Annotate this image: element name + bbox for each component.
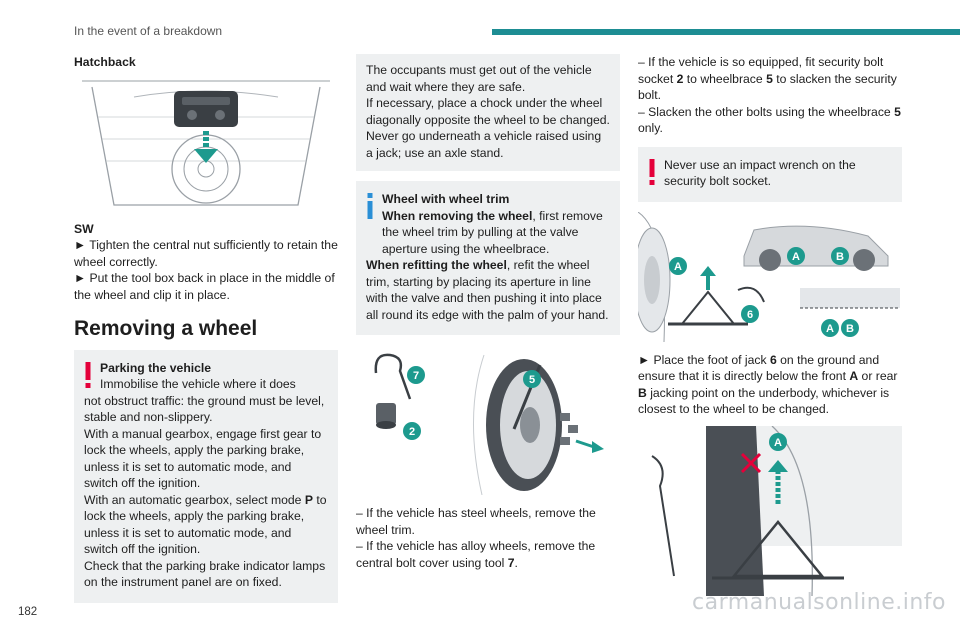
other-bolts-step: – Slacken the other bolts using the whee… <box>638 104 901 136</box>
steel-wheels-step: – If the vehicle has steel wheels, remov… <box>356 506 596 537</box>
occupants-note-box: The occupants must get out of the vehicl… <box>356 54 620 171</box>
sw-label: SW <box>74 221 94 236</box>
wheel-tools-illustration: 7 2 5 <box>356 345 620 495</box>
parking-check: Check that the parking brake indicator l… <box>84 558 326 590</box>
callout-A-under: A <box>826 323 834 335</box>
jacking-points-illustration: A 6 A B A B <box>638 211 902 342</box>
callout-B-under: B <box>846 323 854 335</box>
section-header-text: In the event of a breakdown <box>74 24 223 38</box>
parking-manual: With a manual gearbox, engage first gear… <box>84 426 322 491</box>
wheel-trim-info-box: Wheel with wheel trim When removing the … <box>356 181 620 335</box>
exclamation-warning-icon <box>85 361 91 388</box>
exclamation-warning-icon <box>649 158 655 185</box>
callout-A-jack: A <box>674 261 682 273</box>
parking-line-1: Immobilise the vehicle where it does <box>100 377 296 391</box>
sw-step-2: ► Put the tool box back in place in the … <box>74 271 335 302</box>
security-bolt-step: – If the vehicle is so equipped, fit sec… <box>638 55 897 102</box>
section-title: Removing a wheel <box>74 317 258 340</box>
parking-rest: not obstruct traffic: the ground must be… <box>84 393 325 425</box>
page-number: 182 <box>18 606 38 618</box>
callout-2: 2 <box>409 426 415 438</box>
info-icon <box>367 193 373 219</box>
callout-6: 6 <box>747 309 753 321</box>
column-1: Hatchback SW ► Tighten the central nut s… <box>74 54 338 603</box>
sw-step-1: ► Tighten the central nut sufficiently t… <box>74 238 338 269</box>
parking-warning-box: Parking the vehicle Immobilise the vehic… <box>74 349 338 603</box>
jack-under-car-illustration: A <box>638 425 902 596</box>
callout-A-car: A <box>792 251 800 263</box>
chock-text: If necessary, place a chock under the wh… <box>366 96 610 127</box>
callout-A-detail: A <box>774 437 782 449</box>
callout-7: 7 <box>413 370 419 382</box>
never-underneath-text: Never go underneath a vehicle raised usi… <box>366 129 602 160</box>
parking-title: Parking the vehicle <box>100 360 212 375</box>
alloy-wheels-step: – If the vehicle has alloy wheels, remov… <box>356 539 596 570</box>
callout-B-car: B <box>836 251 844 263</box>
hatchback-label: Hatchback <box>74 55 136 69</box>
watermark: carmanualsonline.info <box>692 590 946 615</box>
parking-automatic: With an automatic gearbox, select mode P… <box>84 492 327 557</box>
trim-removing: When removing the wheel, first remove th… <box>382 208 603 256</box>
trim-refitting: When refitting the wheel, refit the whee… <box>366 258 609 322</box>
section-header-bar <box>492 29 960 35</box>
hatchback-boot-illustration <box>74 76 338 213</box>
column-3: – If the vehicle is so equipped, fit sec… <box>638 54 902 596</box>
impact-wrench-warning: Never use an impact wrench on the securi… <box>664 157 856 189</box>
wheel-trim-title: Wheel with wheel trim <box>382 192 510 206</box>
occupants-text: The occupants must get out of the vehicl… <box>366 63 592 94</box>
impact-wrench-warning-box: Never use an impact wrench on the securi… <box>638 146 902 202</box>
place-jack-step: ► Place the foot of jack 6 on the ground… <box>638 352 898 417</box>
callout-5: 5 <box>529 374 535 386</box>
column-2: The occupants must get out of the vehicl… <box>356 54 620 571</box>
